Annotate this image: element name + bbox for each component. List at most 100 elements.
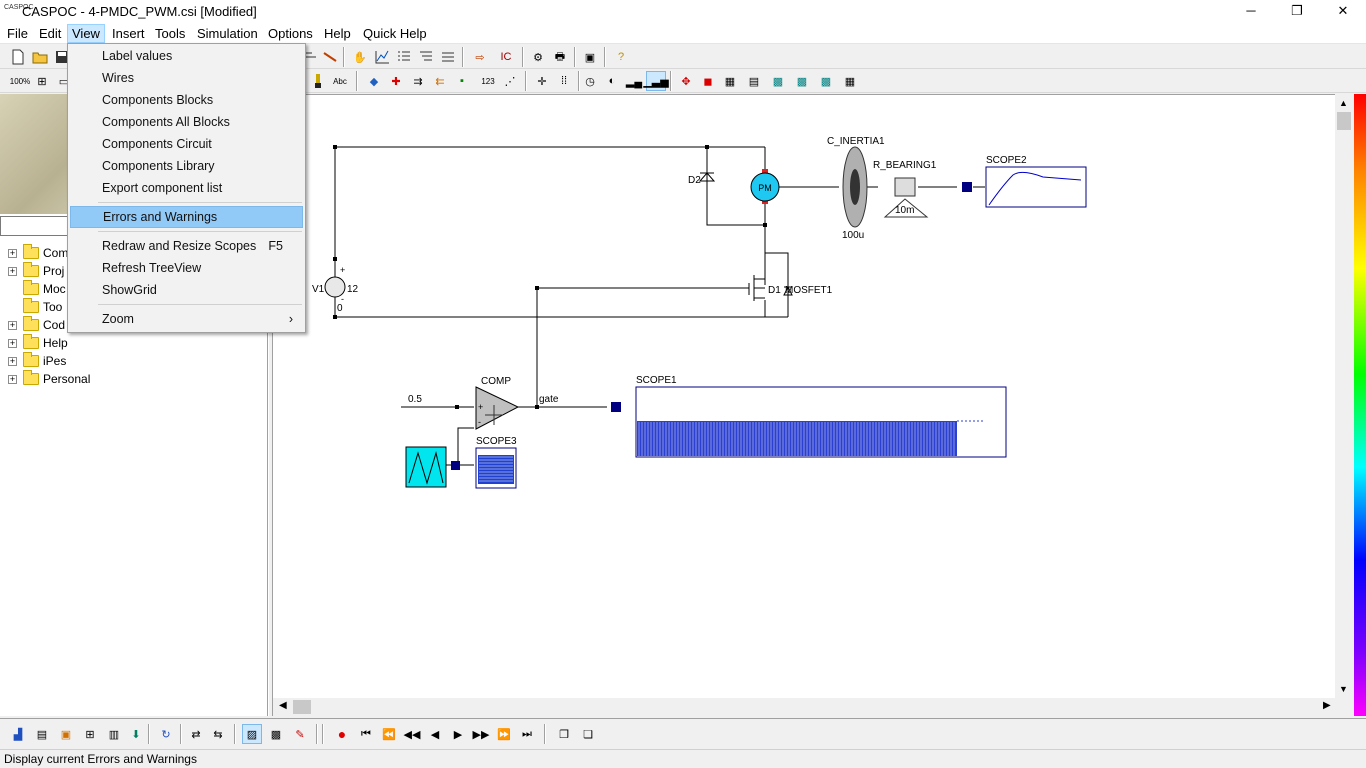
list-tree-icon[interactable]: [416, 47, 436, 67]
skip-end-icon[interactable]: ⏭: [522, 727, 532, 740]
block-icon[interactable]: ▪: [460, 75, 464, 87]
component-settings-icon[interactable]: ⚙: [533, 51, 543, 64]
tree-item-components[interactable]: + Com: [8, 244, 69, 260]
timer-icon[interactable]: ◷: [585, 75, 595, 88]
chip-teal-1-icon[interactable]: ▩: [772, 75, 784, 88]
lib-block-icon[interactable]: ◼: [703, 75, 713, 88]
plot-icon[interactable]: [372, 47, 392, 67]
chip-teal-2-icon[interactable]: ▩: [796, 75, 808, 88]
bar-chart-icon[interactable]: ▁▃▅: [643, 71, 669, 91]
sim-image-icon[interactable]: ▨: [242, 724, 262, 744]
horizontal-scrollbar[interactable]: ◀ ▶: [273, 698, 1335, 716]
chip-icon[interactable]: ▦: [724, 75, 736, 88]
menu-quick-help[interactable]: Quick Help: [363, 26, 427, 41]
probe-icon[interactable]: [308, 71, 328, 91]
align-icon[interactable]: ▤: [748, 75, 760, 88]
bar-level-icon[interactable]: ▂▄: [625, 75, 643, 88]
menu-edit[interactable]: Edit: [39, 26, 62, 41]
menu-item-components-circuit[interactable]: Components Circuit: [102, 137, 212, 151]
menu-item-zoom[interactable]: Zoom ›: [70, 308, 303, 330]
sim-import-icon[interactable]: ⇆: [213, 728, 223, 741]
sim-block-icon[interactable]: ▟: [13, 728, 23, 741]
record-icon[interactable]: ●: [337, 726, 347, 742]
menu-help[interactable]: Help: [324, 26, 351, 41]
sim-wand-icon[interactable]: ✎: [295, 728, 305, 741]
menu-item-components-all-blocks[interactable]: Components All Blocks: [102, 115, 230, 129]
menu-item-refresh-treeview[interactable]: Refresh TreeView: [102, 261, 202, 275]
zoom-window-icon[interactable]: ▭: [58, 75, 70, 88]
vertical-scroll-thumb[interactable]: [1337, 112, 1351, 130]
save-icon[interactable]: [52, 47, 72, 67]
menu-simulation[interactable]: Simulation: [197, 26, 258, 41]
crosshair-icon[interactable]: ✛: [537, 75, 547, 88]
tree-item-personal[interactable]: + Personal: [8, 370, 91, 386]
rewind-icon[interactable]: ◀◀: [403, 728, 421, 741]
number-icon[interactable]: 123: [481, 76, 495, 86]
windows-stack-icon[interactable]: ❏: [583, 728, 593, 741]
forward-icon[interactable]: ▶▶: [472, 728, 490, 741]
menu-item-label-values[interactable]: Label values: [102, 49, 173, 63]
zoom-100-icon[interactable]: 100%: [9, 76, 31, 86]
sim-export-icon[interactable]: ⇄: [191, 728, 201, 741]
close-button[interactable]: ✕: [1337, 3, 1349, 18]
menu-item-wires[interactable]: Wires: [102, 71, 134, 85]
initial-condition-icon[interactable]: IC: [500, 51, 512, 63]
hand-pan-icon[interactable]: ✋: [353, 51, 367, 64]
menu-item-components-blocks[interactable]: Components Blocks: [102, 93, 214, 107]
sim-photo-icon[interactable]: ▩: [270, 728, 282, 741]
horizontal-scroll-thumb[interactable]: [293, 700, 311, 714]
list-icon[interactable]: [394, 47, 414, 67]
menu-insert[interactable]: Insert: [112, 26, 145, 41]
scroll-down-icon[interactable]: ▼: [1339, 684, 1348, 694]
zoom-fit-icon[interactable]: ⊞: [37, 75, 47, 88]
skip-start-icon[interactable]: ⏮: [361, 727, 371, 740]
tree-item-ipes[interactable]: + iPes: [8, 352, 67, 368]
windows-cascade-icon[interactable]: ❐: [559, 728, 569, 741]
scatter-icon[interactable]: ⋰: [504, 75, 516, 88]
open-folder-icon[interactable]: [30, 47, 50, 67]
fast-rewind-icon[interactable]: ⏪: [382, 728, 396, 741]
sim-chip-icon[interactable]: ▥: [108, 728, 120, 741]
scroll-up-icon[interactable]: ▲: [1339, 98, 1348, 108]
tree-item-tools[interactable]: Too: [23, 298, 62, 316]
list-check-icon[interactable]: [438, 47, 458, 67]
print-icon[interactable]: 🖶: [554, 50, 566, 63]
run-to-icon[interactable]: ⇨: [475, 51, 485, 64]
tree-item-models[interactable]: Moc: [23, 280, 66, 298]
menu-tools[interactable]: Tools: [155, 26, 186, 41]
brightness-icon[interactable]: ◐: [608, 75, 616, 87]
menu-item-errors-and-warnings[interactable]: Errors and Warnings: [70, 206, 303, 228]
menu-file[interactable]: File: [7, 26, 28, 41]
play-icon[interactable]: ▶: [453, 728, 463, 741]
chip-teal-3-icon[interactable]: ▩: [820, 75, 832, 88]
scroll-left-icon[interactable]: ◀: [279, 700, 287, 711]
tree-item-code[interactable]: + Cod: [8, 316, 66, 332]
component-icon[interactable]: ◆: [369, 75, 379, 88]
arrows-right-icon[interactable]: ⇉: [413, 75, 423, 88]
menu-options[interactable]: Options: [268, 26, 313, 41]
menu-item-export-component-list[interactable]: Export component list: [102, 181, 223, 195]
tree-item-help[interactable]: + Help: [8, 334, 68, 350]
sim-grid-icon[interactable]: ⊞: [85, 728, 95, 741]
menu-view[interactable]: View: [67, 24, 105, 43]
table-icon[interactable]: ▦: [844, 75, 856, 88]
sim-down-arrow-icon[interactable]: ⬇: [131, 728, 141, 741]
tree-item-projects[interactable]: + Proj: [8, 262, 65, 278]
new-file-icon[interactable]: [8, 47, 28, 67]
menu-item-redraw-scopes[interactable]: Redraw and Resize Scopes F5: [70, 235, 303, 257]
dot-grid-icon[interactable]: ⁞⁞: [560, 75, 568, 87]
text-label-icon[interactable]: Abc: [333, 76, 347, 86]
move-icon[interactable]: ✥: [681, 75, 691, 88]
schematic-canvas[interactable]: D2 PM C_INERTIA1 100u R_BEARING1 10m: [273, 94, 1335, 698]
minimize-button[interactable]: ─: [1246, 3, 1256, 18]
sim-counter-icon[interactable]: ▣: [60, 728, 72, 741]
help-question-icon[interactable]: ?: [617, 51, 625, 63]
sim-refresh-icon[interactable]: ↻: [161, 728, 171, 741]
step-back-icon[interactable]: ◀: [430, 728, 440, 741]
scroll-right-icon[interactable]: ▶: [1323, 700, 1331, 711]
node-cross-icon[interactable]: ✚: [391, 75, 401, 88]
panel-splitter[interactable]: [268, 94, 273, 716]
grid-select-icon[interactable]: ▣: [584, 51, 596, 64]
maximize-button[interactable]: ❐: [1291, 3, 1303, 18]
fast-forward-icon[interactable]: ⏩: [497, 728, 511, 741]
